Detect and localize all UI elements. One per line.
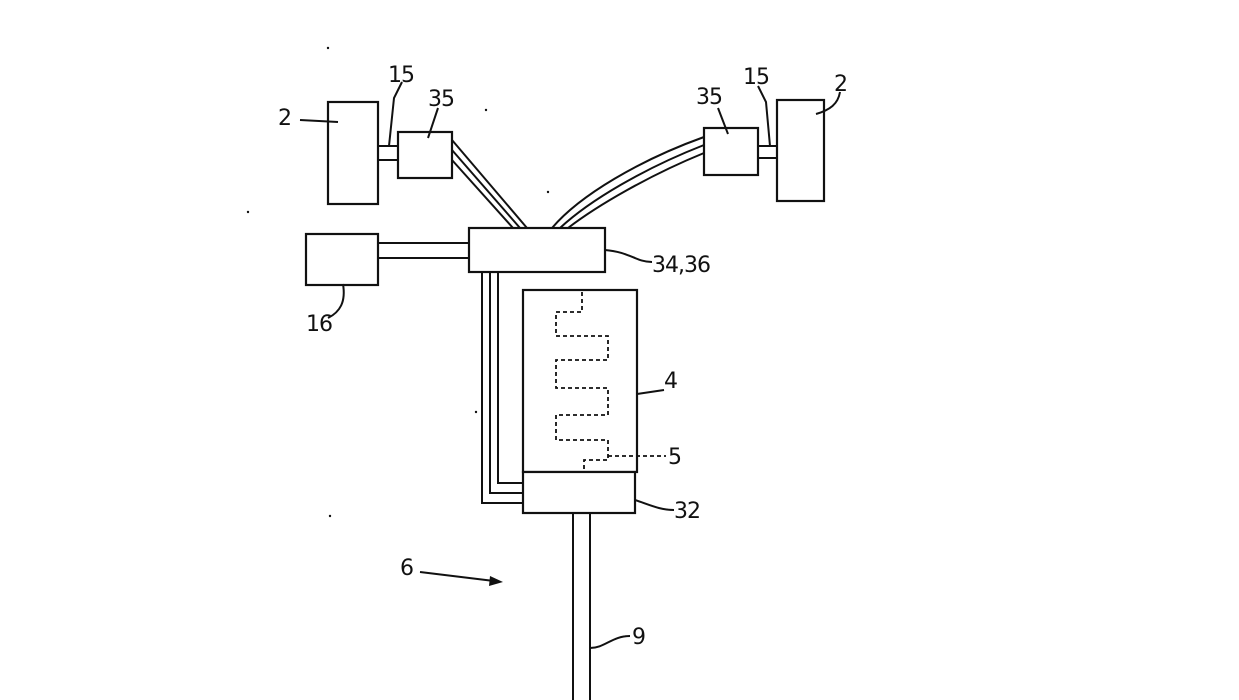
return-line-inner <box>498 272 523 483</box>
left-link-line-2 <box>452 150 520 228</box>
left-link-line-3 <box>452 160 513 228</box>
return-line-middle <box>490 272 523 493</box>
left-link-line-1 <box>452 140 527 228</box>
label-right-2: 2 <box>834 72 847 97</box>
leader-34-36 <box>605 250 652 262</box>
arrow-6-head <box>489 576 503 586</box>
arrow-6-shaft <box>420 572 494 581</box>
label-16: 16 <box>306 312 332 337</box>
label-left-15: 15 <box>388 63 414 88</box>
leader-9 <box>590 636 630 648</box>
leader-4 <box>637 390 664 394</box>
label-32: 32 <box>674 499 700 524</box>
label-9: 9 <box>632 625 645 650</box>
label-5: 5 <box>668 445 681 470</box>
unit-16-box <box>306 234 378 285</box>
base-32-box <box>523 472 635 513</box>
leader-right-15 <box>758 86 770 146</box>
right-unit-2-box <box>777 100 824 201</box>
distributor-34-36-box <box>469 228 605 272</box>
label-right-15: 15 <box>743 65 769 90</box>
speck <box>247 211 249 213</box>
speck <box>327 47 329 49</box>
return-line-outer <box>482 272 523 503</box>
label-34-36: 34,36 <box>652 253 710 278</box>
left-unit-2-box <box>328 102 378 204</box>
right-link-line-3 <box>568 153 704 228</box>
label-left-2: 2 <box>278 106 291 131</box>
left-unit-35-box <box>398 132 452 178</box>
speck <box>485 109 487 111</box>
right-unit-35-box <box>704 128 758 175</box>
label-6: 6 <box>400 556 413 581</box>
label-4: 4 <box>664 369 677 394</box>
leader-32 <box>635 500 674 510</box>
speck <box>475 411 477 413</box>
speck <box>329 515 331 517</box>
speck <box>547 191 549 193</box>
label-right-35: 35 <box>696 85 722 110</box>
label-left-35: 35 <box>428 87 454 112</box>
tank-4-box <box>523 290 637 472</box>
